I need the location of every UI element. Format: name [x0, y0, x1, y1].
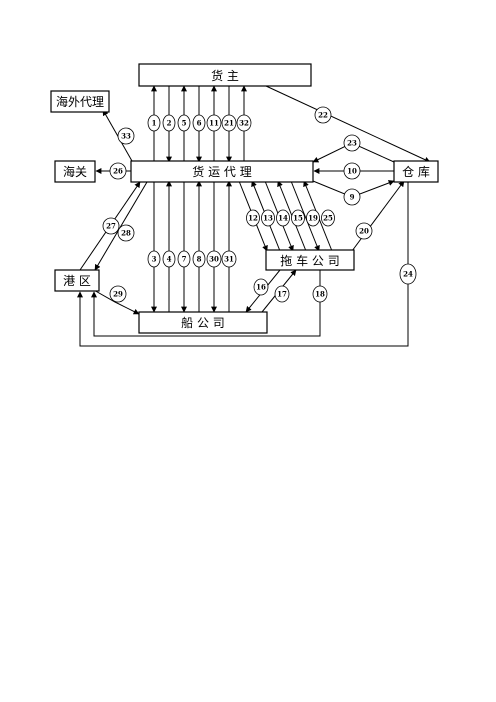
step-marker: 29	[109, 285, 127, 303]
step-number: 26	[113, 167, 123, 176]
step-number: 18	[315, 290, 325, 299]
step-number: 9	[350, 193, 355, 202]
step-number: 8	[197, 255, 202, 264]
step-marker: 32	[236, 114, 252, 132]
step-number: 24	[403, 270, 413, 279]
step-marker: 15	[291, 209, 305, 227]
step-marker: 22	[314, 106, 332, 124]
step-marker: 26	[109, 162, 127, 180]
step-number: 14	[278, 214, 288, 223]
node-customs-label: 海关	[63, 164, 87, 179]
step-marker: 25	[321, 209, 335, 227]
step-number: 27	[106, 222, 116, 231]
step-number: 15	[293, 214, 303, 223]
step-marker: 27	[102, 217, 120, 235]
step-number: 20	[359, 227, 369, 236]
step-marker: 28	[117, 224, 135, 242]
step-marker: 7	[177, 250, 191, 268]
step-marker: 18	[312, 285, 328, 303]
step-marker: 33	[117, 127, 135, 145]
step-number: 5	[182, 119, 187, 128]
step-number: 29	[113, 290, 123, 299]
step-number: 6	[197, 119, 202, 128]
step-marker: 2	[162, 114, 176, 132]
step-number: 2	[167, 119, 172, 128]
node-port-area: 港 区	[54, 269, 100, 292]
node-overseas-agent: 海外代理	[50, 90, 110, 113]
step-number: 28	[121, 229, 131, 238]
step-marker: 24	[399, 263, 417, 285]
node-cargo-owner: 货 主	[138, 63, 312, 87]
step-number: 3	[152, 255, 157, 264]
node-trucking-label: 拖 车 公 司	[280, 253, 339, 268]
step-number: 31	[224, 255, 234, 264]
step-number: 17	[277, 290, 287, 299]
step-number: 23	[347, 139, 357, 148]
node-port-area-label: 港 区	[63, 274, 91, 288]
step-number: 11	[209, 119, 219, 128]
step-marker: 9	[343, 188, 361, 206]
step-marker: 19	[306, 209, 320, 227]
step-marker: 12	[246, 209, 260, 227]
step-marker: 10	[343, 162, 361, 180]
step-number: 22	[318, 111, 328, 120]
node-customs: 海关	[54, 160, 96, 183]
step-marker: 30	[206, 250, 222, 268]
step-number: 10	[347, 167, 357, 176]
node-shipping-label: 船 公 司	[181, 316, 225, 330]
step-marker: 1	[147, 114, 161, 132]
node-overseas-agent-label: 海外代理	[56, 94, 104, 109]
step-number: 16	[256, 283, 266, 292]
step-number: 19	[308, 214, 318, 223]
step-number: 13	[263, 214, 273, 223]
step-number: 32	[239, 119, 249, 128]
step-marker: 5	[177, 114, 191, 132]
step-marker: 8	[192, 250, 206, 268]
step-number: 4	[167, 255, 172, 264]
step-markers: 1 2 5 6 11 21 32 22 23 10 9 33 26 12 13 …	[102, 106, 417, 303]
step-marker: 11	[206, 114, 222, 132]
step-number: 33	[121, 132, 131, 141]
step-marker: 16	[253, 278, 269, 296]
step-marker: 14	[276, 209, 290, 227]
node-forwarder: 货 运 代 理	[130, 160, 314, 183]
step-number: 30	[209, 255, 219, 264]
step-marker: 13	[261, 209, 275, 227]
step-number: 1	[152, 119, 157, 128]
step-marker: 23	[343, 134, 361, 152]
step-marker: 21	[221, 114, 237, 132]
node-shipping: 船 公 司	[138, 311, 268, 334]
node-cargo-owner-label: 货 主	[211, 68, 239, 83]
step-marker: 3	[147, 250, 161, 268]
step-marker: 20	[355, 222, 373, 240]
step-marker: 17	[274, 285, 290, 303]
step-marker: 31	[221, 250, 237, 268]
node-warehouse-label: 仓 库	[402, 164, 430, 179]
step-number: 7	[182, 255, 187, 264]
step-number: 25	[323, 214, 333, 223]
step-number: 12	[248, 214, 258, 223]
node-forwarder-label: 货 运 代 理	[192, 164, 251, 179]
node-trucking: 拖 车 公 司	[265, 249, 355, 271]
node-warehouse: 仓 库	[393, 160, 439, 183]
step-marker: 6	[192, 114, 206, 132]
step-number: 21	[224, 119, 234, 128]
step-marker: 4	[162, 250, 176, 268]
